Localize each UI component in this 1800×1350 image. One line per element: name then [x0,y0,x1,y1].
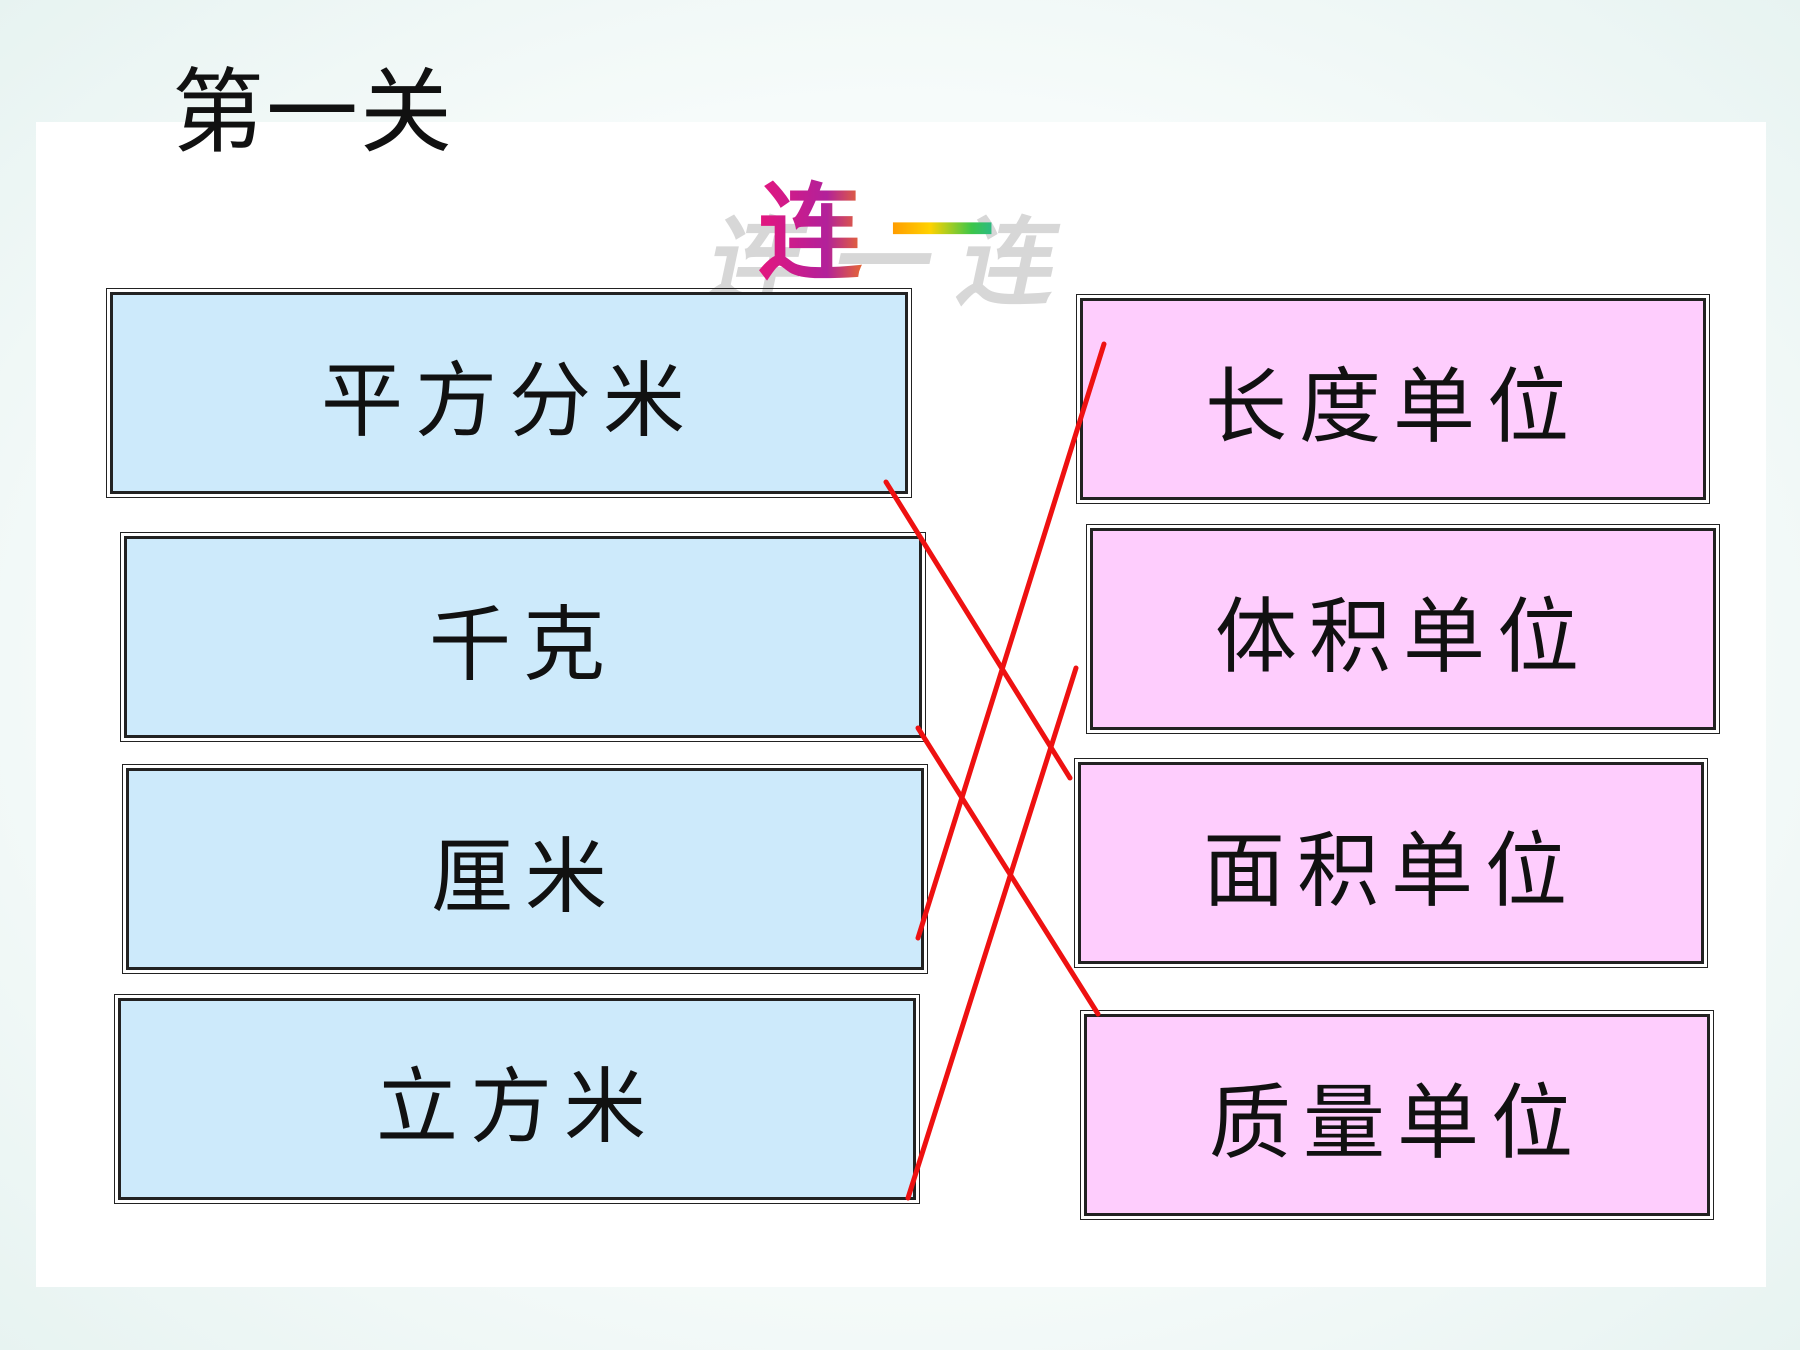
left-item-label: 千克 [428,597,617,693]
connector-kilogram-to-mass-unit [915,725,1101,1017]
right-item-label: 质量单位 [1208,1075,1585,1171]
level-title: 第一关 [172,59,455,166]
right-item-length-unit[interactable]: 长度单位 [1076,294,1710,504]
connector-square-decimeter-to-area-unit [883,479,1073,781]
right-item-label: 长度单位 [1204,359,1581,455]
right-item-label: 面积单位 [1202,823,1579,919]
connector-centimeter-to-length-unit [915,341,1107,941]
right-item-volume-unit[interactable]: 体积单位 [1086,524,1720,734]
left-item-label: 厘米 [430,829,619,925]
left-item-cubic-meter[interactable]: 立方米 [114,994,920,1204]
connector-cubic-meter-to-volume-unit [905,665,1079,1201]
left-item-kilogram[interactable]: 千克 [120,532,926,742]
left-item-label: 平方分米 [320,353,697,449]
right-item-label: 体积单位 [1214,589,1591,685]
right-item-area-unit[interactable]: 面积单位 [1074,758,1708,968]
left-item-label: 立方米 [375,1059,658,1155]
right-item-mass-unit[interactable]: 质量单位 [1080,1010,1714,1220]
left-item-centimeter[interactable]: 厘米 [122,764,928,974]
left-item-square-decimeter[interactable]: 平方分米 [106,288,912,498]
